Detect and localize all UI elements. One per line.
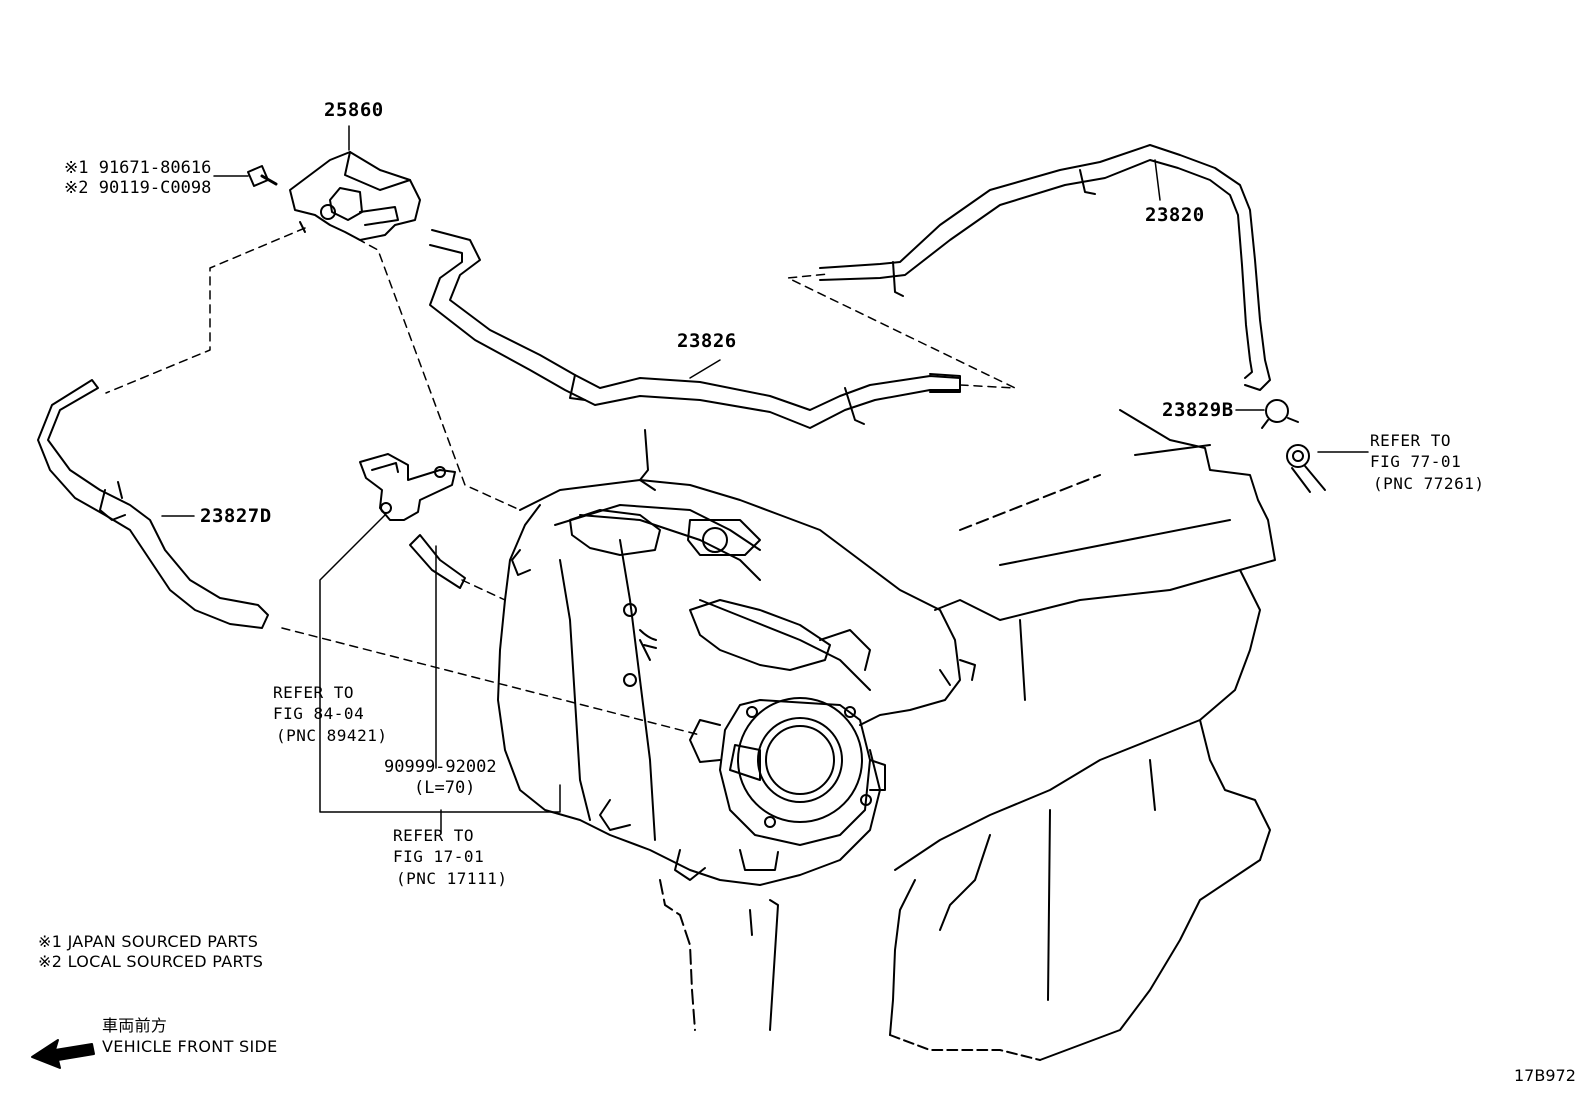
direction-label-jp: 車両前方 xyxy=(102,1016,168,1035)
leader-lines xyxy=(319,125,561,833)
callout-23829b[interactable]: 23829B xyxy=(1162,399,1234,421)
callout-23820[interactable]: 23820 xyxy=(1145,204,1205,226)
vsv-valve-drawing xyxy=(289,151,421,241)
callout-23826[interactable]: 23826 xyxy=(677,330,737,352)
ref-fig17-line1[interactable]: REFER TO xyxy=(393,826,475,845)
ref-fig84-line1[interactable]: REFER TO xyxy=(273,683,355,702)
dashed-connection-lines xyxy=(105,227,1016,736)
callout-small-hose[interactable]: 90999-92002 xyxy=(384,757,497,777)
hose-23820-drawing xyxy=(819,144,1271,391)
hose-23827d-drawing xyxy=(37,379,269,629)
callout-25860[interactable]: 25860 xyxy=(324,99,384,121)
direction-label-en: VEHICLE FRONT SIDE xyxy=(102,1037,278,1056)
sensor-drawing xyxy=(359,453,456,521)
ref-fig84-line2[interactable]: FIG 84-04 xyxy=(273,704,365,723)
bolt-drawing xyxy=(213,165,278,187)
callout-23827d[interactable]: 23827D xyxy=(200,505,272,527)
ref-fig77-line1[interactable]: REFER TO xyxy=(1370,431,1452,450)
ref-fig84-line3: (PNC 89421) xyxy=(276,726,388,745)
callout-small-hose-length: (L=70) xyxy=(414,778,476,798)
ref-fig77-line3: (PNC 77261) xyxy=(1373,474,1485,493)
small-hose-drawing xyxy=(409,534,466,589)
ref-fig77-line2[interactable]: FIG 77-01 xyxy=(1370,452,1462,471)
figure-id: 17B972 xyxy=(1514,1066,1576,1085)
ref-fig17-line3: (PNC 17111) xyxy=(396,869,508,888)
legend-note-japan: ※1 JAPAN SOURCED PARTS xyxy=(38,932,259,951)
fitting-drawing xyxy=(1286,444,1369,493)
intake-manifold-drawing xyxy=(497,479,976,886)
legend-note-local: ※2 LOCAL SOURCED PARTS xyxy=(38,952,264,971)
clip-23829b-drawing xyxy=(1235,399,1299,429)
engine-block-outline xyxy=(639,409,1276,1061)
hose-23826-drawing xyxy=(429,229,961,429)
ref-fig17-line2[interactable]: FIG 17-01 xyxy=(393,847,485,866)
callout-bolt-japan[interactable]: ※1 91671-80616 xyxy=(64,158,212,178)
callout-bolt-local[interactable]: ※2 90119-C0098 xyxy=(64,178,212,198)
vehicle-front-arrow-icon xyxy=(31,1039,95,1069)
